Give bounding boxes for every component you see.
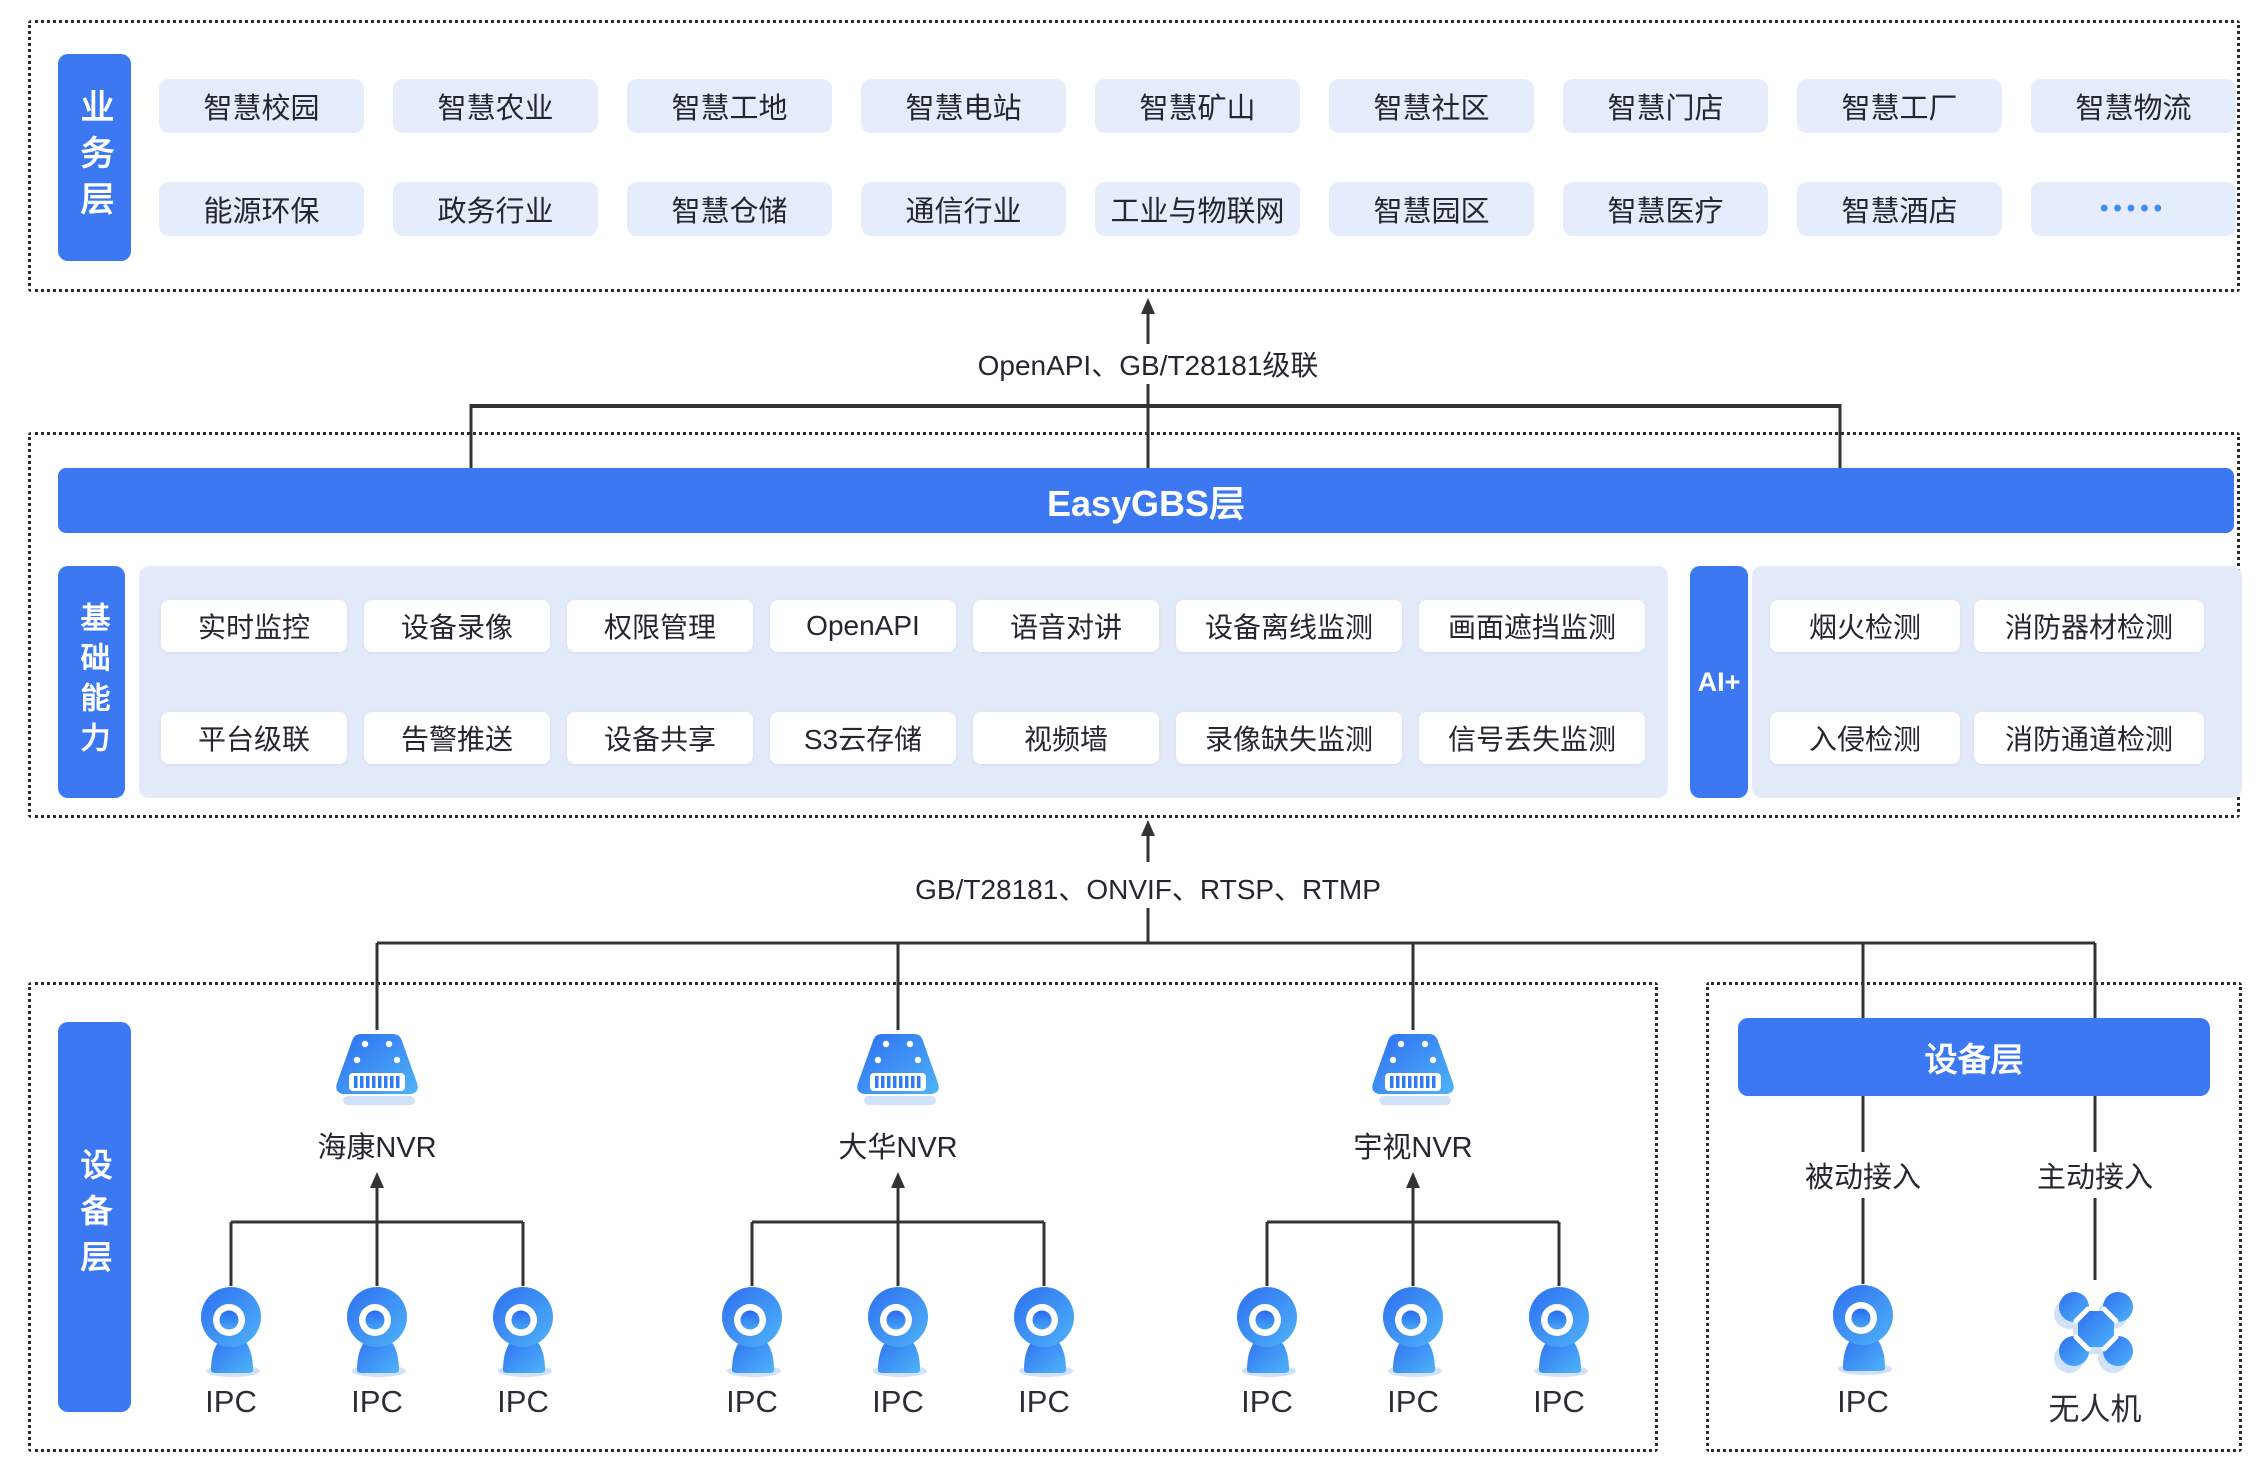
- device-protocols-connector-label: GB/T28181、ONVIF、RTSP、RTMP: [903, 868, 1393, 908]
- openapi-cascade-connector-label: OpenAPI、GB/T28181级联: [965, 344, 1331, 384]
- business-layer-box: [28, 20, 2240, 292]
- device-layer-right-box: [1706, 982, 2242, 1452]
- easygbs-layer-box: [28, 432, 2240, 818]
- device-layer-left-box: [28, 982, 1658, 1452]
